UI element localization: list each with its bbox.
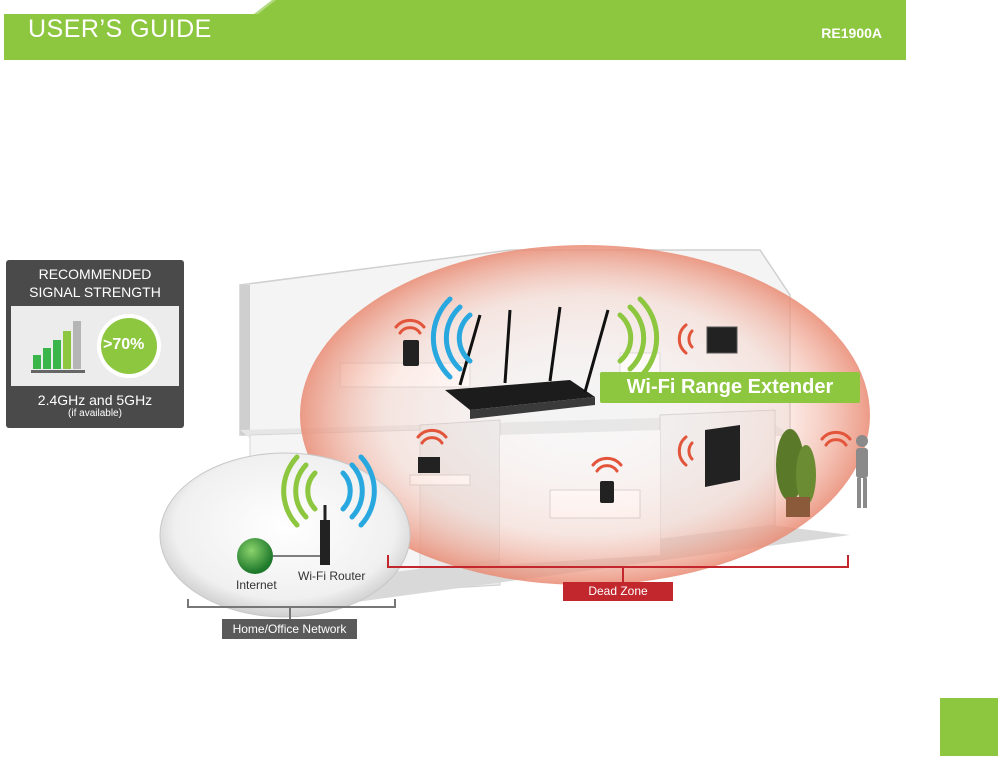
guide-title: USER’S GUIDE (28, 15, 212, 44)
person-icon (856, 435, 868, 447)
page-number-tab (940, 698, 998, 756)
range-extender-label: Wi-Fi Range Extender (600, 372, 860, 403)
signal-badge: >70% (103, 336, 144, 354)
internet-label: Internet (236, 578, 277, 592)
speaker-lower-icon (600, 481, 614, 503)
router-label: Wi-Fi Router (298, 569, 365, 583)
internet-globe-icon (237, 538, 273, 574)
speaker-device-icon (403, 340, 419, 366)
model-number: RE1900A (821, 25, 882, 41)
laptop-icon (418, 457, 440, 473)
dead-zone-label: Dead Zone (563, 582, 673, 601)
header-bar: USER’S GUIDE RE1900A (4, 0, 906, 60)
home-network-label: Home/Office Network (222, 619, 357, 639)
tv-upper-icon (707, 327, 737, 353)
tv-lower-icon (705, 425, 740, 487)
